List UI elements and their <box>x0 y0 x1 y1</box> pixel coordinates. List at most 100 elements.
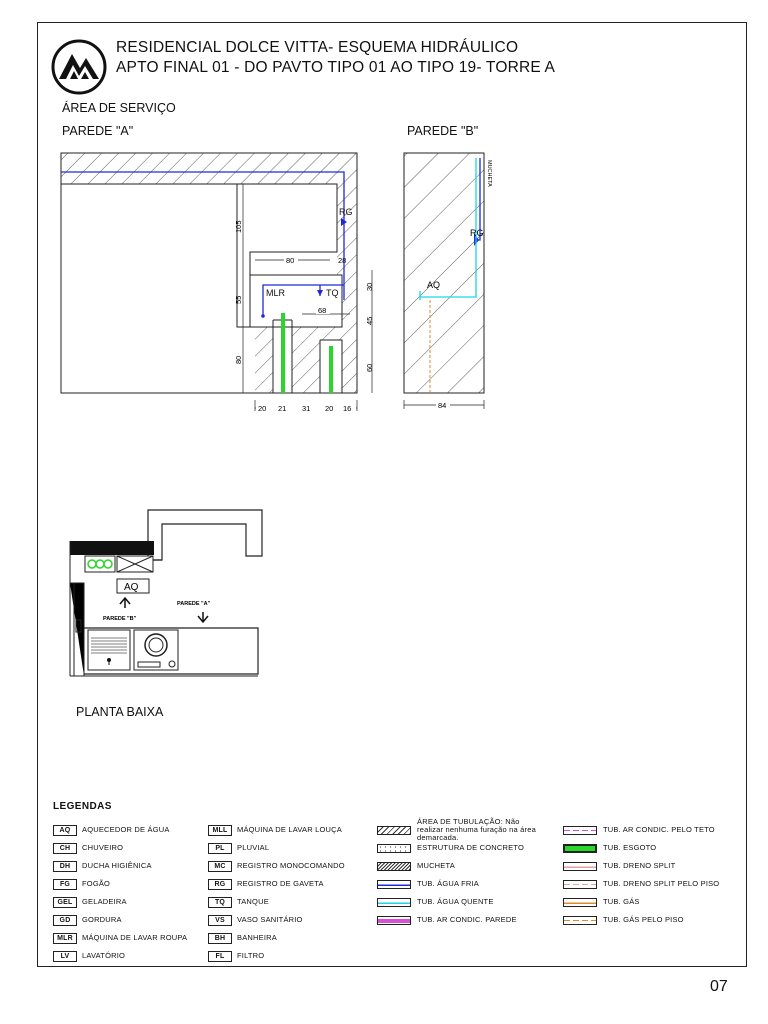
legend-item: CH CHUVEIRO <box>53 842 123 854</box>
legend-code: FG <box>53 878 77 890</box>
wall-b-mucheta-label: MUCHETA <box>486 160 492 187</box>
legend-swatch <box>563 879 597 889</box>
legend-label: GELADEIRA <box>82 897 127 906</box>
legend-label: REGISTRO MONOCOMANDO <box>237 861 345 870</box>
legend-label: AQUECEDOR DE ÁGUA <box>82 825 170 834</box>
legend-code: BH <box>208 932 232 944</box>
dim-105: 105 <box>234 220 243 233</box>
legend-label: TUB. DRENO SPLIT PELO PISO <box>603 879 720 888</box>
legend-code: VS <box>208 914 232 926</box>
wall-b-aq-label: AQ <box>427 280 440 290</box>
drawing-subtitle: APTO FINAL 01 - DO PAVTO TIPO 01 AO TIPO… <box>116 59 556 76</box>
legend-item: ÁREA DE TUBULAÇÃO: Não realizar nenhuma … <box>377 818 542 842</box>
wall-a-mlr-label: MLR <box>266 288 286 298</box>
legend-label: REGISTRO DE GAVETA <box>237 879 324 888</box>
legend-item: TUB. ÁGUA FRIA <box>377 878 479 890</box>
legend-label: CHUVEIRO <box>82 843 124 852</box>
legend-code: RG <box>208 878 232 890</box>
hydraulic-drawing: RG MLR TQ 105 55 80 80 28 68 30 45 60 20… <box>60 152 492 677</box>
legend-label: DUCHA HIGIÊNICA <box>82 861 152 870</box>
legend-code: AQ <box>53 824 77 836</box>
legend-swatch <box>377 843 411 853</box>
legend-label: GORDURA <box>82 915 122 924</box>
legend-item: TUB. GÁS <box>563 896 640 908</box>
legend-item: RG REGISTRO DE GAVETA <box>208 878 324 890</box>
legend-label: PLUVIAL <box>237 843 270 852</box>
legend-code: GEL <box>53 896 77 908</box>
legend-item: MLL MÁQUINA DE LAVAR LOUÇA <box>208 824 342 836</box>
legend-swatch <box>563 861 597 871</box>
dim-28: 28 <box>338 256 346 265</box>
legend-label: FOGÃO <box>82 879 111 888</box>
plan-wall-b-label: PAREDE "B" <box>103 616 137 622</box>
legend-item: TUB. DRENO SPLIT <box>563 860 675 872</box>
drawing-sheet <box>37 22 747 967</box>
legend-swatch <box>377 897 411 907</box>
legend-item: TUB. ÁGUA QUENTE <box>377 896 494 908</box>
dim-bottom-20b: 20 <box>325 404 333 413</box>
wall-a-tq-label: TQ <box>326 288 339 298</box>
legend-code: FL <box>208 950 232 962</box>
legend-label: MÁQUINA DE LAVAR LOUÇA <box>237 825 342 834</box>
legend-code: PL <box>208 842 232 854</box>
plan-caption: PLANTA BAIXA <box>76 705 164 719</box>
company-logo <box>51 39 107 95</box>
wall-b-rg-label: RG <box>470 228 484 238</box>
legend-label: TUB. GÁS PELO PISO <box>603 915 684 924</box>
section-area-label: ÁREA DE SERVIÇO <box>62 101 176 115</box>
legend-item: TQ TANQUE <box>208 896 269 908</box>
wall-a-rg-label: RG <box>339 207 353 217</box>
legend-swatch <box>377 879 411 889</box>
dim-45: 45 <box>365 317 374 325</box>
legend-item: LV LAVATÓRIO <box>53 950 125 962</box>
legend-label: TUB. ÁGUA QUENTE <box>417 897 494 906</box>
dim-84: 84 <box>438 401 446 410</box>
legend-label: TUB. AR CONDIC. PAREDE <box>417 915 517 924</box>
legend-swatch <box>377 915 411 925</box>
dim-60: 60 <box>365 364 374 372</box>
legend-item: GEL GELADEIRA <box>53 896 127 908</box>
dim-bottom-31: 31 <box>302 404 310 413</box>
dim-68: 68 <box>318 306 326 315</box>
legend-item: TUB. AR CONDIC. PAREDE <box>377 914 517 926</box>
legend-label: LAVATÓRIO <box>82 951 126 960</box>
legend-label: ESTRUTURA DE CONCRETO <box>417 843 524 852</box>
legend-item: TUB. ESGOTO <box>563 842 656 854</box>
legend-item: PL PLUVIAL <box>208 842 269 854</box>
dim-80: 80 <box>234 356 243 364</box>
legend-swatch <box>563 843 597 853</box>
legend-item: TUB. GÁS PELO PISO <box>563 914 684 926</box>
legend-label: MUCHETA <box>417 861 455 870</box>
wall-b-title: PAREDE "B" <box>407 124 479 138</box>
drawing-title: RESIDENCIAL DOLCE VITTA- ESQUEMA HIDRÁUL… <box>116 39 519 56</box>
legend-code: GD <box>53 914 77 926</box>
legend-code: MC <box>208 860 232 872</box>
wall-a-elevation: RG MLR TQ 105 55 80 80 28 68 30 45 60 20… <box>60 152 374 413</box>
page-number: 07 <box>710 978 728 995</box>
legend-label: TANQUE <box>237 897 269 906</box>
plan-aq-label: AQ <box>124 582 139 593</box>
legend-code: LV <box>53 950 77 962</box>
legend-code: CH <box>53 842 77 854</box>
legend-label: BANHEIRA <box>237 933 277 942</box>
legend-item: GD GORDURA <box>53 914 122 926</box>
legend-code: MLL <box>208 824 232 836</box>
legend-code: TQ <box>208 896 232 908</box>
dim-30: 30 <box>365 283 374 291</box>
dim-bottom-16: 16 <box>343 404 351 413</box>
wall-b-elevation: MUCHETA RG AQ 84 <box>403 152 492 410</box>
legend-label: TUB. ESGOTO <box>603 843 657 852</box>
legend-swatch <box>563 915 597 925</box>
dim-80-top: 80 <box>286 256 294 265</box>
legend-title: LEGENDAS <box>53 801 112 812</box>
legend-item: AQ AQUECEDOR DE ÁGUA <box>53 824 170 836</box>
legend-label: TUB. ÁGUA FRIA <box>417 879 479 888</box>
legend-item: MC REGISTRO MONOCOMANDO <box>208 860 345 872</box>
legend-item: FG FOGÃO <box>53 878 110 890</box>
wall-a-title: PAREDE "A" <box>62 124 134 138</box>
legend-item: VS VASO SANITÁRIO <box>208 914 303 926</box>
legend-item: TUB. AR CONDIC. PELO TETO <box>563 824 715 836</box>
legend-label: VASO SANITÁRIO <box>237 915 303 924</box>
dim-55: 55 <box>234 296 243 304</box>
